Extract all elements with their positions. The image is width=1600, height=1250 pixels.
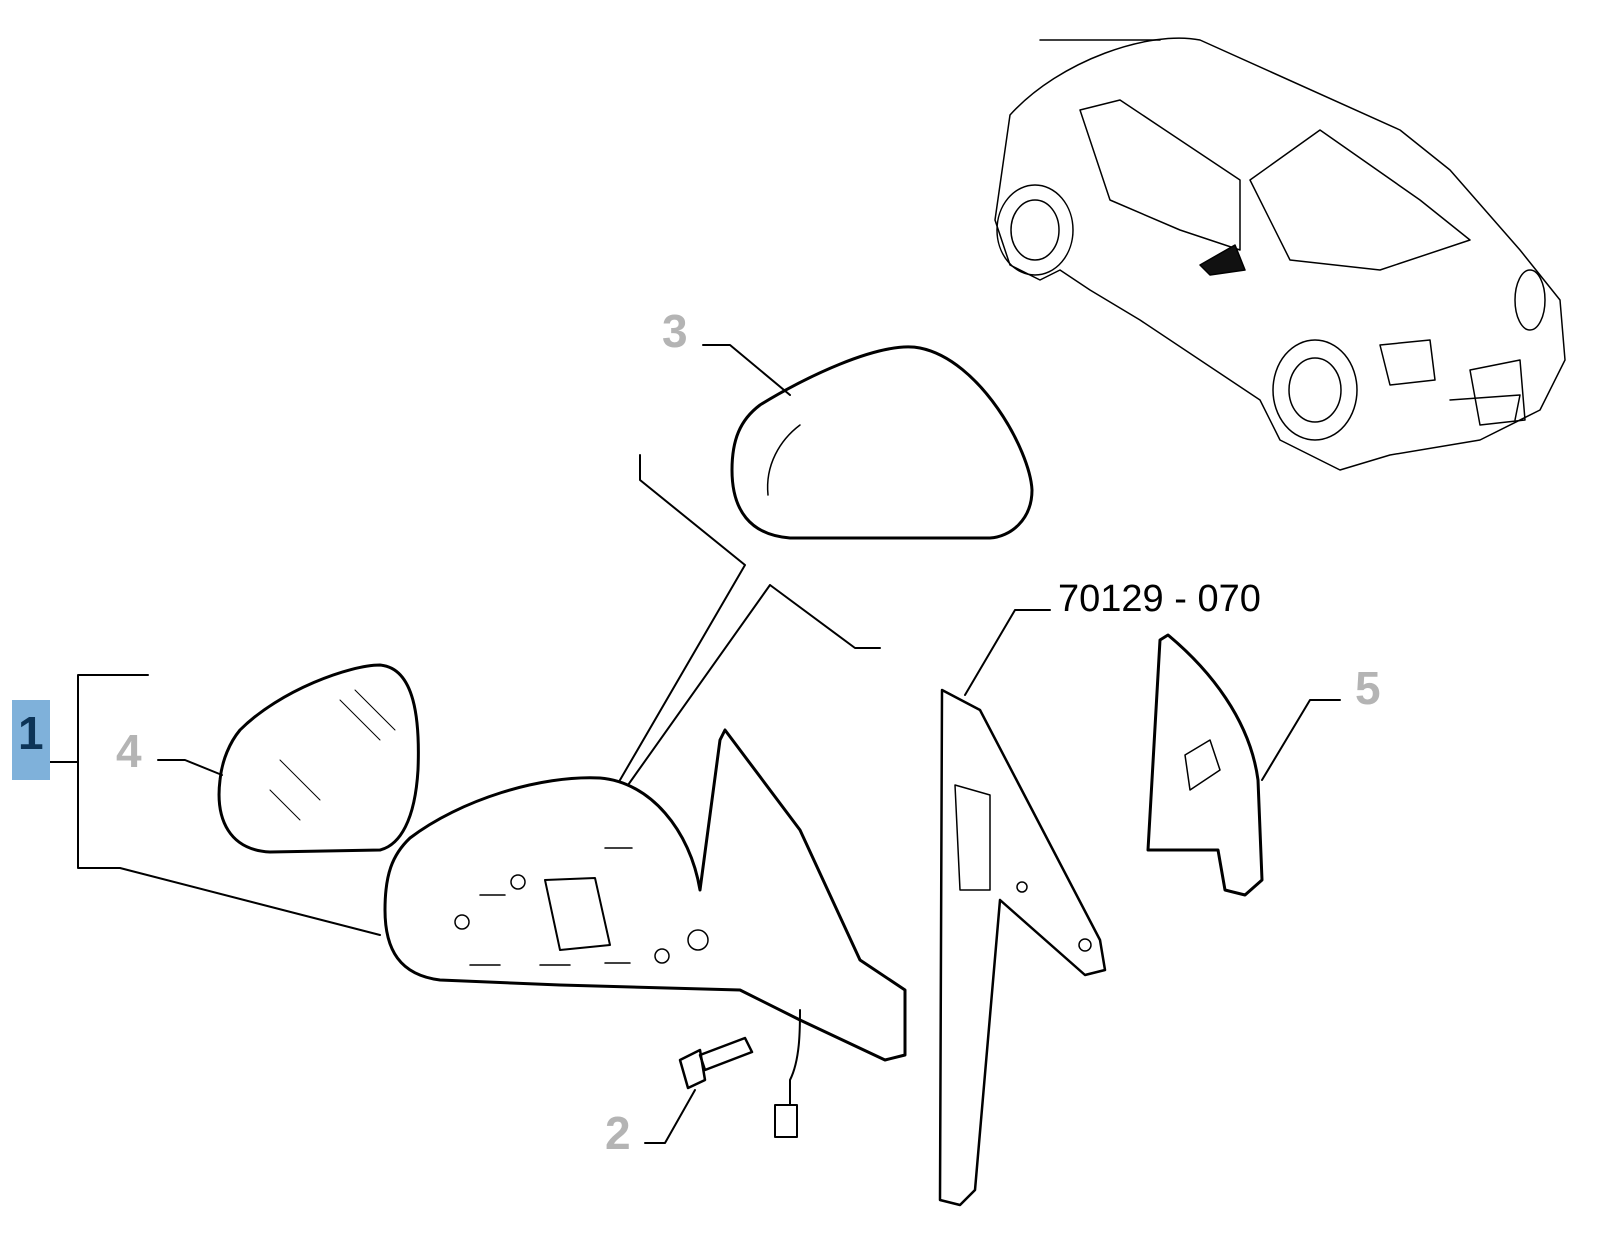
- callout-label: 3: [662, 305, 688, 357]
- callout-3[interactable]: 3: [662, 308, 688, 354]
- leader-line-reference: [964, 609, 1051, 696]
- reference-label[interactable]: 70129 - 070: [1058, 578, 1261, 620]
- leader-line-3-target: [619, 454, 881, 786]
- bracket-1: [77, 674, 381, 936]
- leader-line-5: [1261, 699, 1341, 781]
- callout-label: 2: [605, 1107, 631, 1159]
- part-triangle-cover[interactable]: [1146, 633, 1264, 897]
- callout-5[interactable]: 5: [1355, 665, 1381, 711]
- part-mirror-assembly[interactable]: [383, 728, 907, 1138]
- leader-line-2: [644, 1089, 696, 1144]
- part-bolt[interactable]: [678, 1036, 754, 1090]
- part-door-frame[interactable]: [938, 688, 1107, 1207]
- callout-1[interactable]: 1: [12, 700, 50, 780]
- callout-label: 5: [1355, 662, 1381, 714]
- leader-line-3: [702, 344, 791, 396]
- callout-2[interactable]: 2: [605, 1110, 631, 1156]
- leader-line-4: [157, 759, 223, 776]
- callout-label: 1: [18, 707, 44, 759]
- part-mirror-glass[interactable]: [217, 663, 420, 854]
- callout-label: 4: [116, 725, 142, 777]
- part-mirror-cover[interactable]: [730, 345, 1034, 540]
- car-illustration: [994, 37, 1566, 471]
- callout-4[interactable]: 4: [116, 728, 142, 774]
